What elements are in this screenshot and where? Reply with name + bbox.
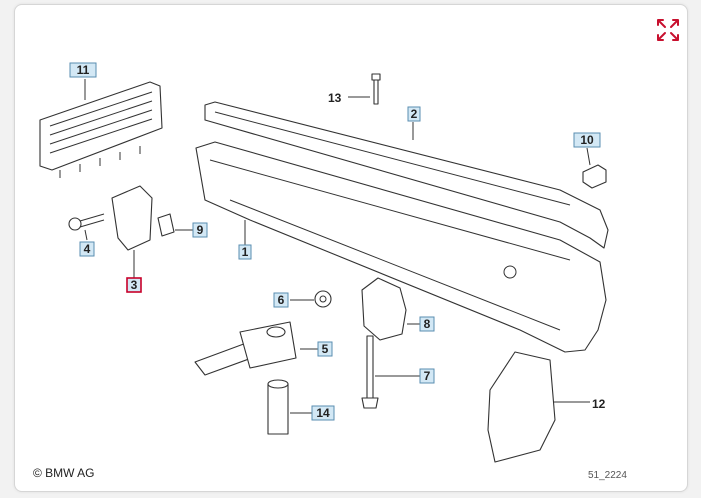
callout-11[interactable]: 11 <box>69 62 97 78</box>
part-plug-10 <box>582 164 607 189</box>
callout-14[interactable]: 14 <box>311 405 335 421</box>
callout-6[interactable]: 6 <box>273 292 289 308</box>
callout-4-label: 4 <box>84 242 91 256</box>
diagram-code: 51_2224 <box>588 470 627 481</box>
callout-2[interactable]: 2 <box>407 106 421 122</box>
callout-8-label: 8 <box>424 317 431 331</box>
leader-lines <box>84 79 591 414</box>
callout-13-label: 13 <box>328 91 342 105</box>
callout-1[interactable]: 1 <box>238 244 252 260</box>
part-bracket-8 <box>361 277 407 341</box>
part-grille <box>39 81 163 178</box>
part-bumper-cover <box>204 101 609 249</box>
part-bracket-3 <box>111 185 153 251</box>
callout-7-label: 7 <box>424 369 431 383</box>
callout-2-label: 2 <box>411 107 418 121</box>
copyright-text: © BMW AG <box>33 466 95 480</box>
callout-5-label: 5 <box>322 342 329 356</box>
part-nut-6 <box>314 290 332 308</box>
callout-3-label: 3 <box>131 278 138 292</box>
callout-13[interactable]: 13 <box>328 91 342 105</box>
callout-10-label: 10 <box>580 133 594 147</box>
callout-9-label: 9 <box>197 223 204 237</box>
part-bumper-carrier <box>195 141 607 353</box>
callout-4[interactable]: 4 <box>79 241 95 257</box>
part-tube-14 <box>267 379 289 435</box>
part-clip-9 <box>157 213 175 237</box>
callout-7[interactable]: 7 <box>419 368 435 384</box>
callout-6-label: 6 <box>278 293 285 307</box>
part-bracket-12 <box>487 351 556 463</box>
callout-3[interactable]: 3 <box>126 277 142 293</box>
part-tow-mount-5 <box>194 321 297 376</box>
callout-10[interactable]: 10 <box>573 132 601 148</box>
part-bolt-7 <box>361 335 379 409</box>
callout-12-label: 12 <box>592 397 606 411</box>
callout-8[interactable]: 8 <box>419 316 435 332</box>
expand-arrows-icon[interactable] <box>655 17 681 43</box>
part-screw-4 <box>68 213 105 231</box>
callout-12[interactable]: 12 <box>592 397 606 411</box>
callout-5[interactable]: 5 <box>317 341 333 357</box>
callout-9[interactable]: 9 <box>192 222 208 238</box>
callout-14-label: 14 <box>316 406 330 420</box>
callout-11-label: 11 <box>77 63 90 77</box>
callout-1-label: 1 <box>242 245 249 259</box>
part-bolt-13 <box>371 73 381 105</box>
